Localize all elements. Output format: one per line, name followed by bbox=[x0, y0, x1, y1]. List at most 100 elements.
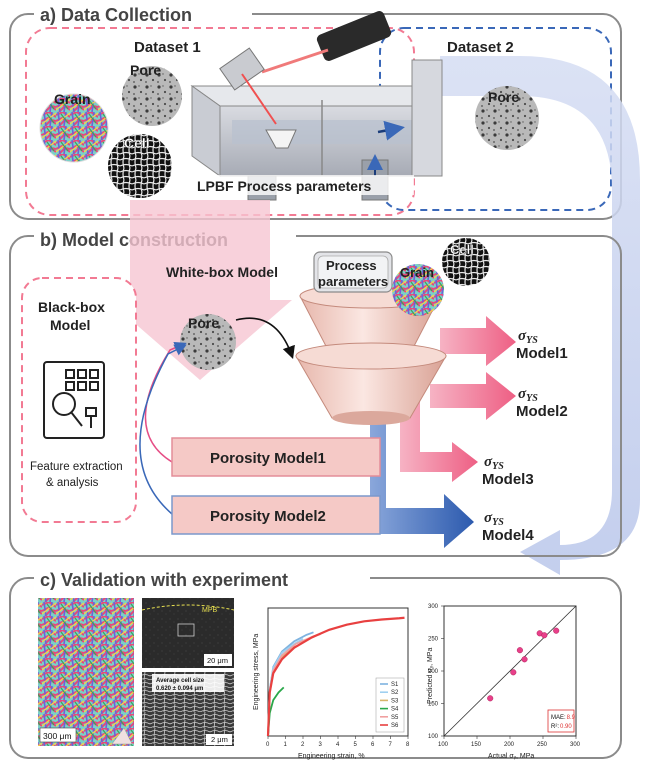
curve-xtick-label: 0 bbox=[266, 742, 270, 748]
dataset1-label: Dataset 1 bbox=[134, 39, 201, 56]
svg-text:σYS: σYS bbox=[518, 328, 538, 346]
pink-flow-arrow bbox=[108, 200, 292, 380]
lpbf-label: LPBF Process parameters bbox=[197, 178, 372, 194]
scatter-ytick-label: 200 bbox=[428, 669, 439, 675]
process-parameters-box bbox=[313, 251, 393, 293]
cell-size-label-2: 0.620 ± 0.094 μm bbox=[156, 686, 203, 692]
pore-image-a bbox=[122, 66, 182, 126]
scatter-xtick-label: 150 bbox=[471, 742, 482, 748]
model2-label: Model2 bbox=[516, 403, 568, 420]
scatter-ytick-label: 250 bbox=[428, 637, 439, 643]
scatter-point bbox=[521, 656, 528, 663]
scatter-ytick-label: 100 bbox=[428, 734, 439, 740]
dataset2-frame bbox=[379, 27, 612, 211]
grain-label-a: Grain bbox=[54, 91, 91, 107]
mae-value: 8.9 bbox=[567, 715, 576, 721]
blackbox-label-2: Model bbox=[50, 317, 90, 333]
pore-label-b: Pore bbox=[188, 315, 219, 331]
scatter-xlabel: Actual σᵧ, MPa bbox=[488, 753, 534, 760]
laser-head-illustration bbox=[219, 11, 392, 125]
curve-series-S6 bbox=[266, 616, 405, 737]
sigma-4: σ bbox=[484, 510, 493, 526]
pore-image-b bbox=[180, 314, 236, 370]
feature-label-1: Feature extraction bbox=[30, 461, 123, 473]
mpb-label: MPB bbox=[202, 607, 218, 614]
cell-label-a: Cell bbox=[124, 135, 150, 151]
mae-label: MAE: bbox=[551, 715, 566, 721]
curve-legend-label: S5 bbox=[391, 715, 399, 721]
panel-a-title: a) Data Collection bbox=[40, 5, 192, 25]
scatter-ytick-label: 300 bbox=[428, 604, 439, 610]
curve-legend bbox=[375, 677, 405, 733]
curve-xtick-label: 8 bbox=[406, 742, 410, 748]
porosity-model1-box bbox=[171, 437, 381, 477]
scatter-point bbox=[541, 632, 548, 639]
sigma-2: σ bbox=[518, 386, 527, 402]
cell-size-label-1: Average cell size bbox=[156, 678, 205, 684]
metrics-box bbox=[547, 709, 575, 733]
curve-xtick-label: 7 bbox=[389, 742, 393, 748]
process-label-1: Process bbox=[326, 258, 377, 273]
porosity-model2-box bbox=[171, 495, 381, 535]
scale-bar-20: 20 μm bbox=[207, 656, 228, 665]
pore-to-cone-arrow bbox=[235, 317, 295, 360]
sigma-sub-2: YS bbox=[526, 393, 538, 404]
model2-arrow bbox=[430, 372, 516, 420]
scatter-xtick-label: 100 bbox=[438, 742, 449, 748]
curve-legend-label: S6 bbox=[391, 723, 399, 729]
feature-label-2: & analysis bbox=[46, 477, 99, 489]
whitebox-label: White-box Model bbox=[166, 264, 278, 280]
svg-text:σYS: σYS bbox=[484, 454, 504, 472]
blackbox-frame bbox=[21, 277, 137, 523]
scale-bar-2: 2 μm bbox=[211, 735, 228, 744]
sigma-1: σ bbox=[518, 328, 527, 344]
scale-bar-300: 300 μm bbox=[43, 731, 72, 741]
curve-xtick-label: 3 bbox=[319, 742, 323, 748]
porosity2-link bbox=[139, 344, 187, 515]
grain-image-b bbox=[392, 264, 444, 316]
pore-label-a: Pore bbox=[130, 62, 161, 78]
ebsd-map bbox=[38, 598, 134, 746]
model4-label: Model4 bbox=[482, 527, 534, 544]
panel-c-title: c) Validation with experiment bbox=[40, 570, 288, 590]
scatter-ytick-label: 150 bbox=[428, 702, 439, 708]
scatter-xtick-label: 300 bbox=[570, 742, 581, 748]
scatter-point bbox=[510, 669, 517, 676]
cell-label-b: Cell bbox=[450, 242, 474, 257]
porosity-model2-label: Porosity Model2 bbox=[210, 508, 326, 525]
grain-label-b: Grain bbox=[400, 265, 434, 280]
sigma-sub-3: YS bbox=[492, 461, 504, 472]
svg-text:σYS: σYS bbox=[518, 386, 538, 404]
model3-label: Model3 bbox=[482, 471, 534, 488]
svg-text:MAE:8.9: MAE:8.9 bbox=[551, 715, 576, 721]
parity-chart: Predicted σᵧ, MPa Actual σᵧ, MPa 100 150 2… bbox=[427, 604, 581, 760]
dataset2-label: Dataset 2 bbox=[447, 39, 514, 56]
ipf-triangle bbox=[111, 727, 133, 745]
pore-image-a2 bbox=[475, 86, 539, 150]
parity-line bbox=[443, 605, 577, 737]
pore-label-a2: Pore bbox=[488, 89, 519, 105]
model1-arrow bbox=[440, 316, 516, 366]
blackbox-label-1: Black-box bbox=[38, 299, 105, 315]
curve-legend-label: S3 bbox=[391, 698, 399, 704]
curve-xtick-label: 5 bbox=[354, 742, 358, 748]
porosity-model1-label: Porosity Model1 bbox=[210, 450, 326, 467]
scatter-point bbox=[516, 647, 523, 654]
curve-legend-label: S4 bbox=[391, 707, 399, 713]
curve-xtick-label: 4 bbox=[336, 742, 340, 748]
curve-xtick-label: 2 bbox=[301, 742, 305, 748]
feature-analysis-icon bbox=[43, 361, 105, 439]
model4-arrow bbox=[370, 420, 474, 548]
feedback-band bbox=[440, 56, 640, 575]
model1-label: Model1 bbox=[516, 345, 568, 362]
scatter-point bbox=[487, 695, 494, 702]
curve-ylabel: Engineering stress, MPa bbox=[253, 634, 260, 710]
scatter-ylabel: Predicted σᵧ, MPa bbox=[427, 648, 434, 704]
curve-legend-label: S1 bbox=[391, 682, 399, 688]
r2-label: R²: bbox=[551, 724, 559, 730]
model3-arrow bbox=[400, 400, 478, 482]
scatter-xtick-label: 200 bbox=[504, 742, 515, 748]
svg-text:σYS: σYS bbox=[484, 510, 504, 528]
scatter-point bbox=[553, 627, 560, 634]
